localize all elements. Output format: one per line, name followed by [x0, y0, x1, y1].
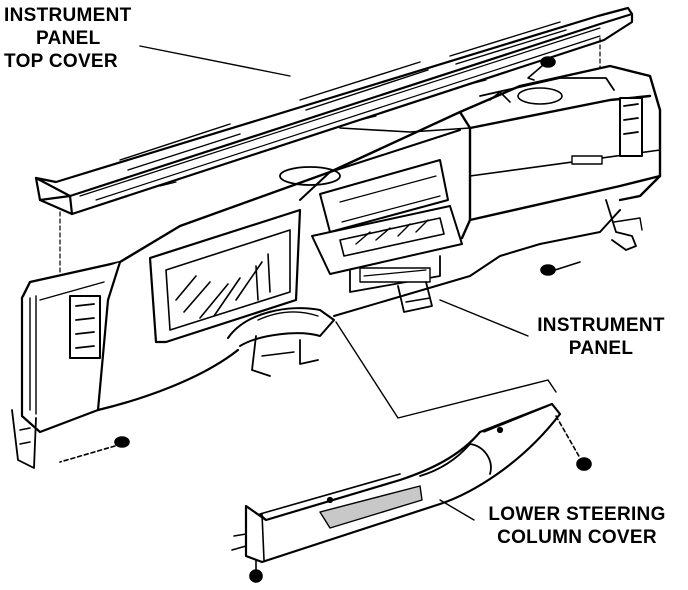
lower-steering-column-cover — [231, 402, 562, 564]
lower-cover-label-leader — [439, 499, 475, 521]
lower-cover-screw-left — [249, 559, 263, 583]
lower-cover-screw-right — [555, 415, 592, 471]
top-cover-label-line1: INSTRUMENT — [4, 5, 132, 26]
lower-cover-label-line2: COLUMN COVER — [497, 527, 657, 548]
lower-cover-leader — [335, 321, 557, 419]
instrument-panel-top-cover — [34, 6, 634, 273]
top-cover-label: INSTRUMENT PANEL TOP COVER — [4, 4, 132, 73]
top-cover-label-line2: PANEL — [36, 28, 101, 49]
lower-cover-label: LOWER STEERING COLUMN COVER — [478, 503, 676, 549]
instrument-panel-leader — [439, 299, 529, 337]
instrument-panel-label-line2: PANEL — [568, 338, 634, 359]
top-cover-leader — [139, 45, 291, 77]
lower-cover-label-line1: LOWER STEERING — [488, 504, 666, 525]
panel-screw-left — [59, 436, 130, 463]
top-cover-screw — [527, 56, 556, 81]
instrument-panel-label: INSTRUMENT PANEL — [530, 314, 672, 360]
top-cover-label-line3: TOP COVER — [4, 51, 118, 72]
instrument-panel-label-line1: INSTRUMENT — [537, 315, 665, 336]
panel-screw-right — [540, 261, 581, 276]
instrument-panel-body — [11, 64, 662, 469]
